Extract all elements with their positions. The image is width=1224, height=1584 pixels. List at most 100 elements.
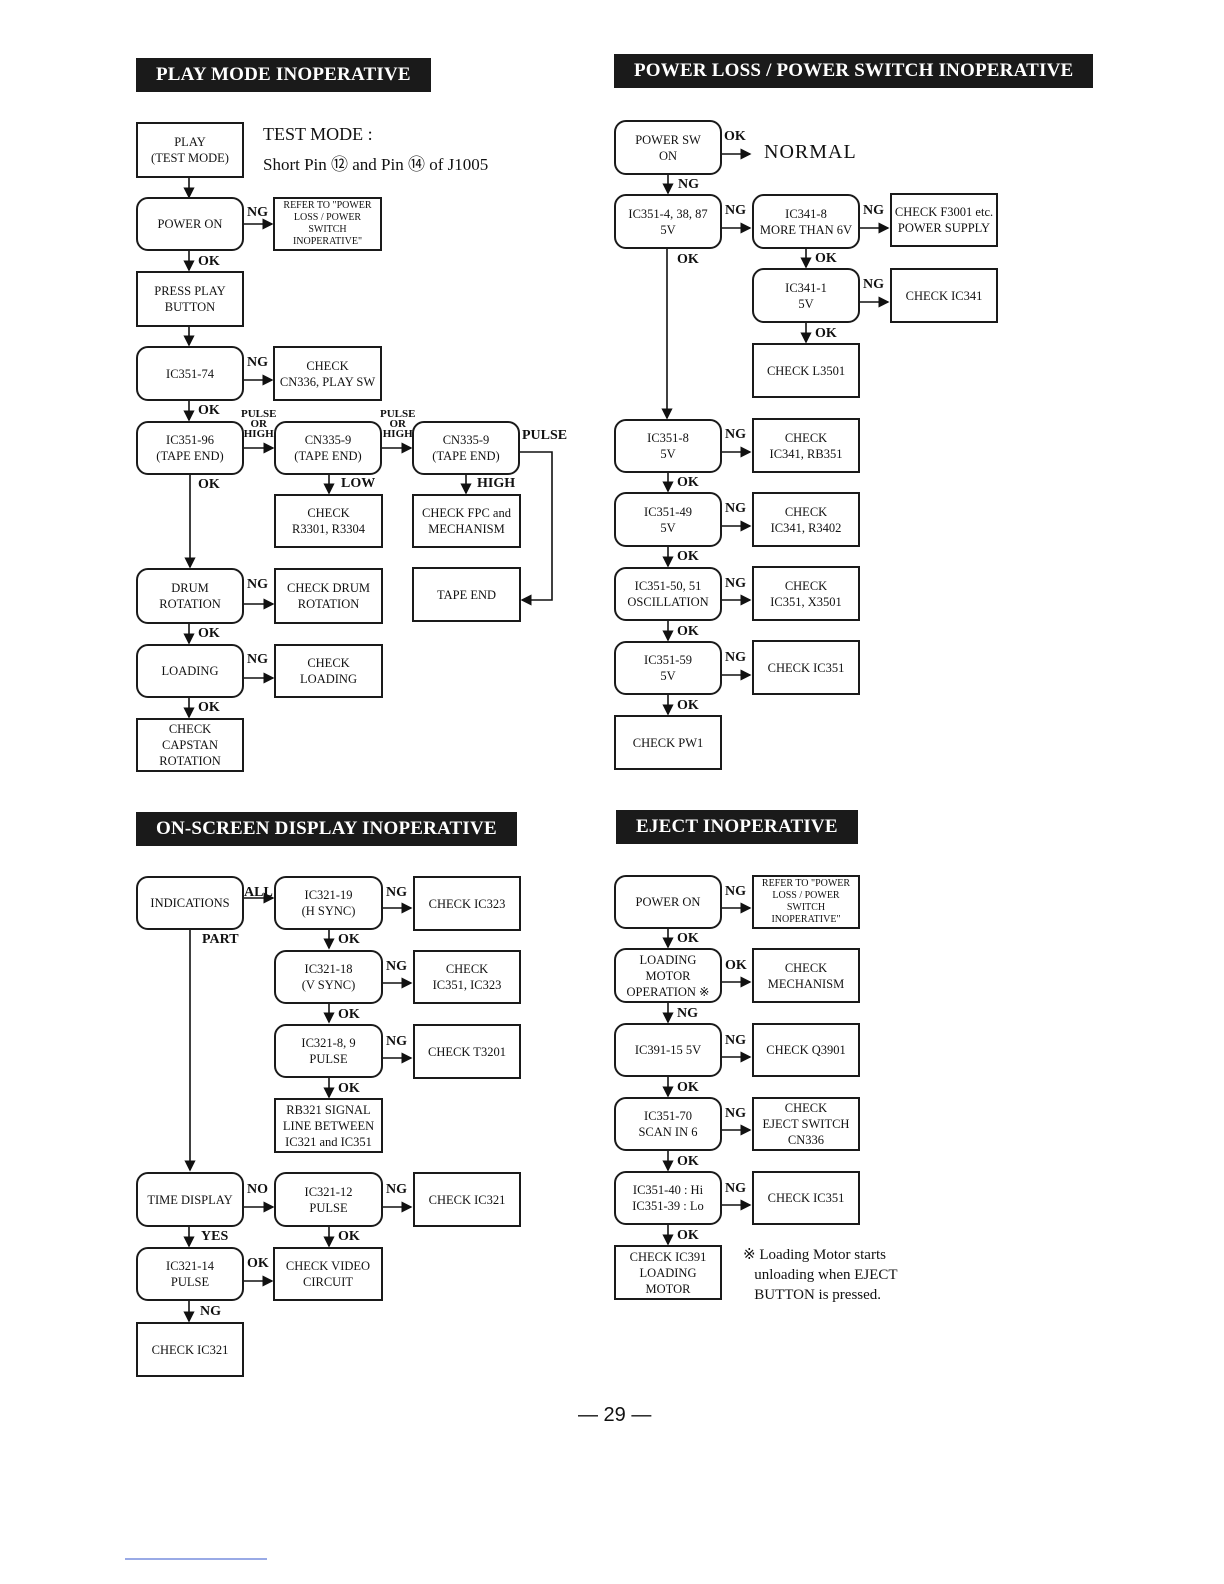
label-ok: OK [338,932,360,947]
label-no: NO [247,1182,268,1197]
box-cn335-9-a: CN335-9 (TAPE END) [274,421,382,475]
test-mode-title: TEST MODE : [263,124,373,144]
label-ng: NG [247,355,268,370]
label-ok: OK [198,477,220,492]
box-ic351-49: IC351-49 5V [614,492,722,547]
label-ok: OK [677,931,699,946]
box-ic351-40-39: IC351-40 : Hi IC351-39 : Lo [614,1171,722,1225]
box-ic351-70: IC351-70 SCAN IN 6 [614,1097,722,1151]
box-ic321-8-9: IC321-8, 9 PULSE [274,1024,383,1078]
label-ng: NG [725,427,746,442]
label-ng: NG [200,1304,221,1319]
box-ic351-50-51: IC351-50, 51 OSCILLATION [614,567,722,621]
box-check-fpc: CHECK FPC and MECHANISM [412,494,521,548]
box-ic321-14: IC321-14 PULSE [136,1247,244,1301]
label-part: PART [202,932,239,947]
box-check-ic351-x3501: CHECK IC351, X3501 [752,566,860,621]
box-ic351-59: IC351-59 5V [614,641,722,695]
header-osd: ON-SCREEN DISPLAY INOPERATIVE [136,812,517,846]
box-check-eject-switch: CHECK EJECT SWITCH CN336 [752,1097,860,1151]
box-cn335-9-b: CN335-9 (TAPE END) [412,421,520,475]
label-ng: NG [863,277,884,292]
box-check-t3201: CHECK T3201 [413,1024,521,1079]
box-check-ic341-rb351: CHECK IC341, RB351 [752,418,860,473]
label-ng: NG [247,205,268,220]
box-check-r3301: CHECK R3301, R3304 [274,494,383,548]
label-ok: OK [725,958,747,973]
box-check-ic341-r3402: CHECK IC341, R3402 [752,492,860,547]
box-ic391-15: IC391-15 5V [614,1023,722,1077]
box-ic321-18: IC321-18 (V SYNC) [274,950,383,1004]
label-ng: NG [677,1006,698,1021]
label-ng: NG [386,885,407,900]
box-check-ic351-ic323: CHECK IC351, IC323 [413,950,521,1004]
box-check-cn336: CHECK CN336, PLAY SW [273,346,382,401]
box-eject-refer-power-loss: REFER TO "POWER LOSS / POWER SWITCH INOP… [752,875,860,929]
box-eject-check-ic351: CHECK IC351 [752,1171,860,1225]
box-ic351-74: IC351-74 [136,346,244,401]
box-check-pw1: CHECK PW1 [614,715,722,770]
label-ok: OK [338,1081,360,1096]
box-eject-power-on: POWER ON [614,875,722,929]
box-drum-rotation: DRUM ROTATION [136,568,244,624]
label-ok: OK [677,624,699,639]
page-number: — 29 — [578,1404,652,1426]
label-ng: NG [386,959,407,974]
header-eject: EJECT INOPERATIVE [616,810,858,844]
label-ok: OK [677,252,699,267]
label-high: HIGH [477,476,516,491]
label-ok: OK [815,251,837,266]
label-ng: NG [725,576,746,591]
box-check-drum-rotation: CHECK DRUM ROTATION [274,568,383,624]
label-ok: OK [815,326,837,341]
label-ok: OK [198,626,220,641]
box-time-display: TIME DISPLAY [136,1172,244,1227]
label-ok: OK [677,1228,699,1243]
label-ng: NG [386,1182,407,1197]
label-ng: NG [725,884,746,899]
label-ok: OK [677,475,699,490]
label-ng: NG [678,177,699,192]
box-loading-motor-operation: LOADING MOTOR OPERATION ※ [614,948,722,1003]
box-check-video-circuit: CHECK VIDEO CIRCUIT [273,1247,383,1301]
label-ok: OK [677,1154,699,1169]
box-press-play-button: PRESS PLAY BUTTON [136,271,244,327]
box-ic351-8: IC351-8 5V [614,419,722,473]
label-ok: OK [247,1256,269,1271]
label-ng: NG [725,501,746,516]
label-ok: OK [677,1080,699,1095]
label-ng: NG [725,650,746,665]
label-ok: OK [677,698,699,713]
label-ng: NG [863,203,884,218]
label-ok: OK [198,700,220,715]
box-ic351-4-38-87: IC351-4, 38, 87 5V [614,194,722,249]
label-pulse-or-high: PULSE OR HIGH [241,408,277,440]
label-ng: NG [725,1033,746,1048]
box-ic351-96: IC351-96 (TAPE END) [136,421,244,475]
label-ng: NG [247,577,268,592]
normal-text: NORMAL [764,141,857,163]
label-pulse: PULSE [522,428,568,443]
box-check-ic321-a: CHECK IC321 [413,1172,521,1227]
test-mode-description: Short Pin ⑫ and Pin ⑭ of J1005 [263,155,489,174]
label-ok: OK [338,1007,360,1022]
box-check-ic323: CHECK IC323 [413,876,521,931]
label-low: LOW [341,476,376,491]
box-play-test-mode: PLAY (TEST MODE) [136,122,244,178]
label-yes: YES [201,1229,229,1244]
box-power-sw-on: POWER SW ON [614,120,722,175]
label-ok: OK [198,254,220,269]
label-ng: NG [386,1034,407,1049]
label-ng: NG [725,203,746,218]
label-ok: OK [198,403,220,418]
box-ic321-12: IC321-12 PULSE [274,1172,383,1227]
box-ic341-8: IC341-8 MORE THAN 6V [752,194,860,249]
box-check-ic391-loading-motor: CHECK IC391 LOADING MOTOR [614,1245,722,1300]
box-check-ic321-b: CHECK IC321 [136,1322,244,1377]
eject-footnote: ※ Loading Motor starts unloading when EJ… [743,1247,898,1303]
box-ic341-1: IC341-1 5V [752,268,860,323]
box-check-mechanism: CHECK MECHANISM [752,948,860,1003]
box-power-on: POWER ON [136,197,244,251]
box-tape-end: TAPE END [412,567,521,622]
label-all: ALL [244,885,273,900]
